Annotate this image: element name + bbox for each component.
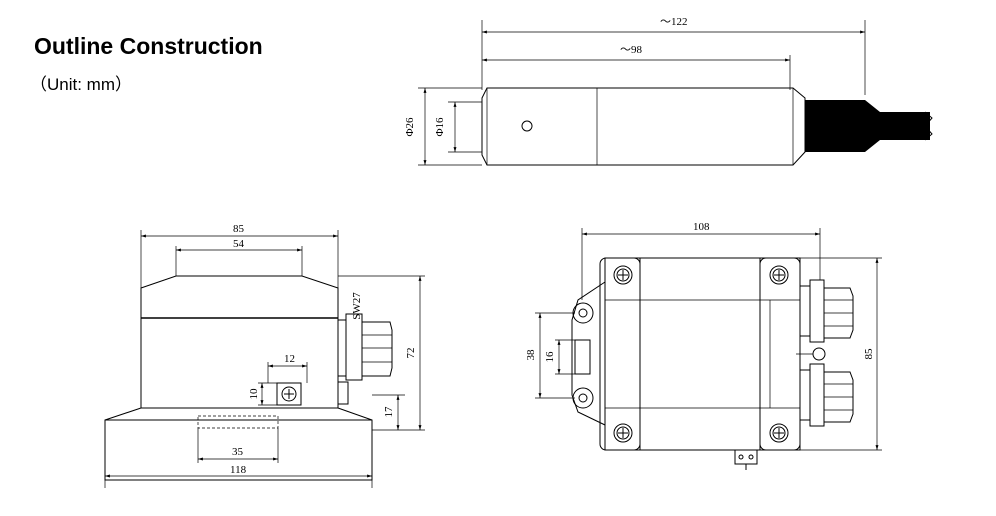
side-base-height: 17: [383, 406, 395, 418]
probe-inner-dia: Φ16: [434, 117, 446, 137]
side-gland-size: SW27: [351, 292, 363, 320]
side-height: 72: [405, 348, 417, 359]
side-width-inner: 54: [233, 238, 245, 250]
side-view-drawing: 85 54 35 118 SW27: [104, 223, 425, 488]
side-base-width: 118: [230, 464, 247, 476]
probe-body-length: ～98: [620, 44, 642, 56]
probe-outer-dia: Φ26: [404, 117, 416, 137]
probe-total-length: ～122: [660, 16, 688, 28]
front-mount-spacing: 38: [525, 349, 537, 361]
side-screw-height: 10: [248, 388, 260, 400]
front-view-drawing: 108: [525, 221, 882, 470]
front-width: 108: [693, 221, 710, 233]
page-title: Outline Construction: [34, 33, 263, 59]
unit-label: （Unit: mm）: [30, 75, 132, 94]
side-width-top: 85: [233, 223, 245, 235]
front-height: 85: [863, 348, 875, 360]
probe-drawing: ～122 ～98 Φ26 Φ16: [404, 16, 933, 166]
front-window-height: 16: [544, 351, 556, 363]
side-screw-width: 12: [284, 353, 295, 365]
side-slot-width: 35: [232, 446, 244, 458]
